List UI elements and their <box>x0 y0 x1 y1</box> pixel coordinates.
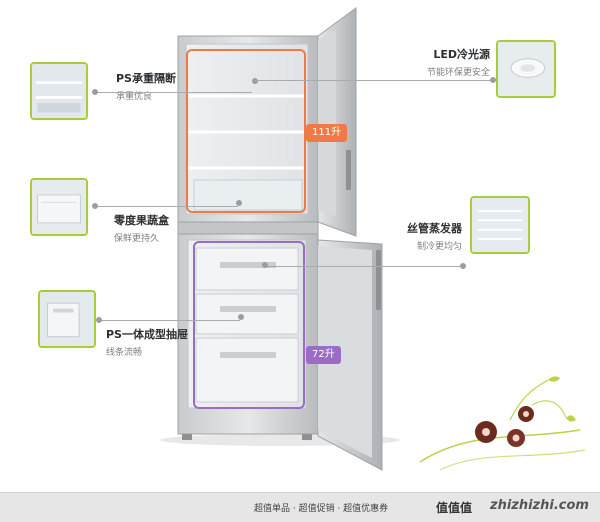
led-light-photo <box>498 42 554 96</box>
feature-title: 零度果蔬盒 <box>114 214 169 227</box>
feature-crisper: 零度果蔬盒 保鲜更持久 <box>114 212 169 244</box>
feature-desc: 制冷更均匀 <box>416 242 462 252</box>
leader-line <box>96 206 238 207</box>
feature-desc: 线条流畅 <box>106 348 143 358</box>
freezer-capacity-badge: 72升 <box>306 346 341 364</box>
leader-line <box>96 92 252 93</box>
ps-shelf-thumbnail <box>30 62 88 120</box>
feature-desc: 节能环保更安全 <box>426 68 490 78</box>
leader-line <box>254 80 494 81</box>
feature-title: PS一体成型抽屉 <box>106 328 188 341</box>
shelf-photo <box>32 64 86 118</box>
footer-tagline: 超值单品 · 超值促销 · 超值优惠券 <box>254 504 389 514</box>
leader-dot <box>236 200 242 206</box>
crisper-photo <box>32 180 86 234</box>
feature-desc: 保鲜更持久 <box>114 234 160 244</box>
leader-dot <box>96 317 102 323</box>
product-feature-graphic: PS承重隔断 承重优良 零度果蔬盒 保鲜更持久 PS一体成型抽屉 线条流畅 LE… <box>30 7 586 471</box>
feature-title: LED冷光源 <box>433 48 490 61</box>
feature-led: LED冷光源 节能环保更安全 <box>410 46 490 78</box>
feature-evaporator: 丝管蒸发器 制冷更均匀 <box>396 220 462 252</box>
watermark-footer: 超值单品 · 超值促销 · 超值优惠券 值值值 zhizhizhi.com <box>0 492 600 522</box>
feature-ps-shelf: PS承重隔断 承重优良 <box>116 70 176 102</box>
leader-dot <box>238 314 244 320</box>
leader-line <box>264 266 464 267</box>
drawer-thumbnail <box>38 290 96 348</box>
leader-dot <box>92 203 98 209</box>
leader-dot <box>262 262 268 268</box>
feature-title: 丝管蒸发器 <box>407 222 462 235</box>
evaporator-thumbnail <box>470 196 530 254</box>
leader-dot <box>490 77 496 83</box>
fridge-capacity-badge: 111升 <box>306 124 348 142</box>
refrigerator-illustration <box>160 7 586 471</box>
footer-brand-name: 值值值 <box>436 501 473 515</box>
feature-desc: 承重优良 <box>116 92 153 102</box>
leader-dot <box>460 263 466 269</box>
footer-brand-url: zhizhizhi.com <box>490 498 589 513</box>
leader-line <box>100 320 240 321</box>
crisper-thumbnail <box>30 178 88 236</box>
leader-dot <box>252 78 258 84</box>
led-light-thumbnail <box>496 40 556 98</box>
feature-title: PS承重隔断 <box>116 72 176 85</box>
evaporator-photo <box>472 198 528 252</box>
leader-dot <box>92 89 98 95</box>
drawer-photo <box>40 292 94 346</box>
flower-decoration <box>419 376 586 471</box>
feature-drawer: PS一体成型抽屉 线条流畅 <box>106 326 188 358</box>
